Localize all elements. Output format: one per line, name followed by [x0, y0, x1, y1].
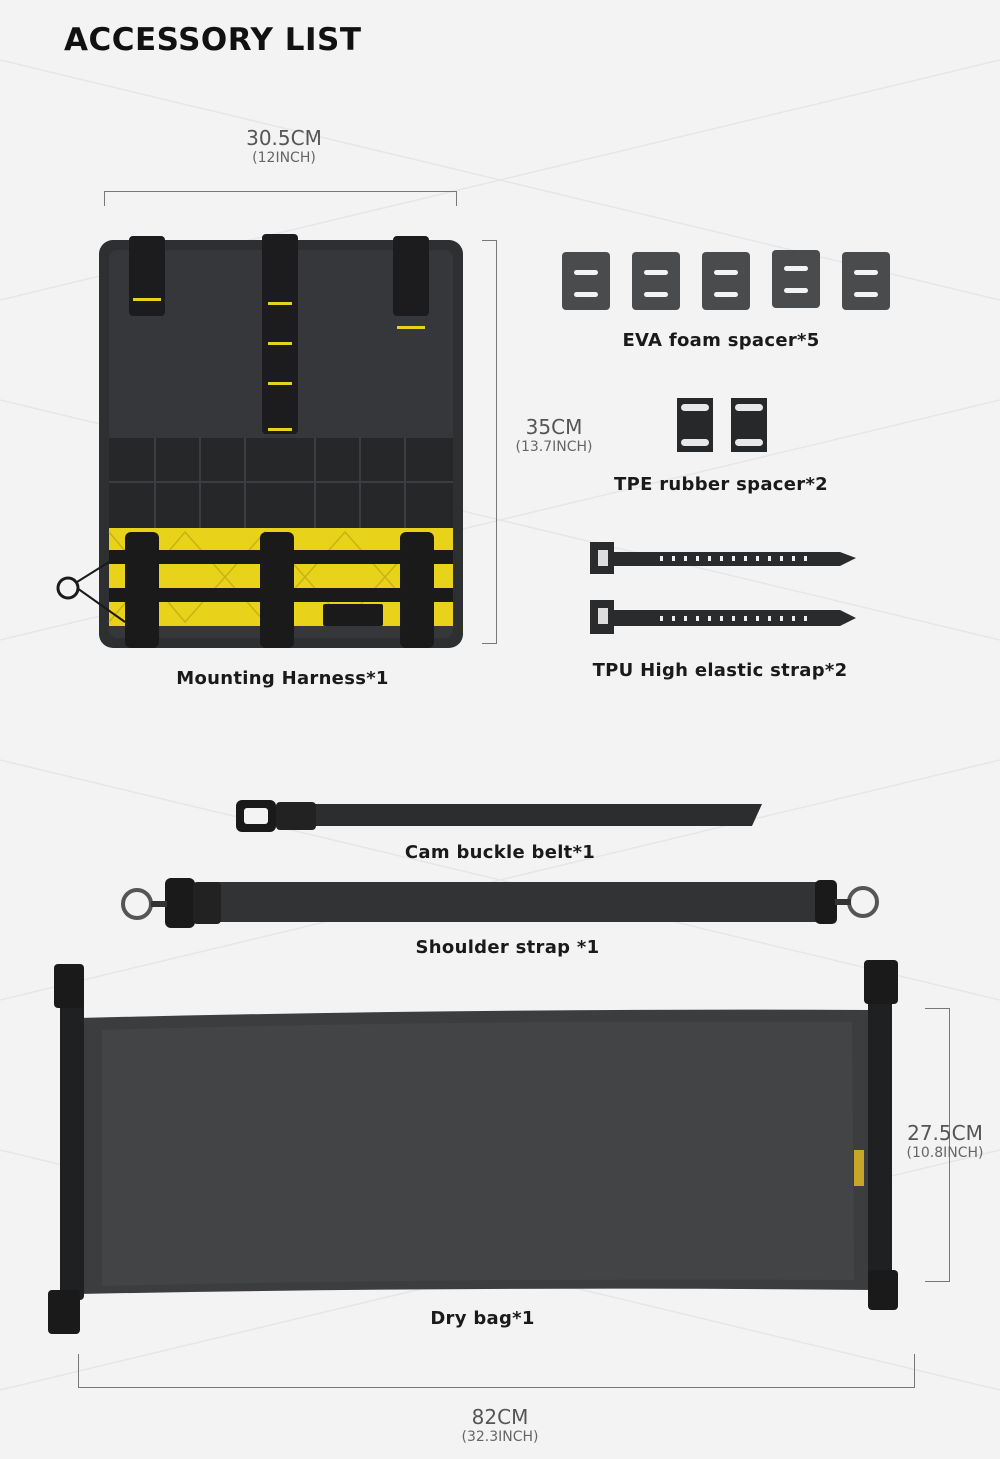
drybag-width-line — [78, 1354, 915, 1388]
drybag-width-inch: (32.3INCH) — [461, 1429, 539, 1445]
harness-width-dimension: 30.5CM (12INCH) — [204, 126, 364, 166]
cam-buckle-belt-image — [236, 800, 762, 832]
page-title: ACCESSORY LIST — [64, 22, 362, 58]
drybag-width-cm: 82CM — [471, 1405, 529, 1429]
mounting-harness-label: Mounting Harness*1 — [176, 668, 389, 689]
tpu-elastic-straps-image — [590, 542, 856, 634]
drybag-width-dimension: 82CM (32.3INCH) — [430, 1405, 570, 1445]
harness-height-inch: (13.7INCH) — [515, 439, 593, 455]
harness-height-cm: 35CM — [525, 415, 583, 439]
mounting-harness-image — [56, 234, 463, 648]
harness-width-inch: (12INCH) — [252, 150, 316, 166]
eva-foam-spacers-image — [562, 250, 890, 310]
cam-buckle-belt-label: Cam buckle belt*1 — [404, 842, 596, 863]
dry-bag-image — [48, 960, 898, 1334]
harness-height-line — [482, 240, 497, 644]
tpu-elastic-strap-label: TPU High elastic strap*2 — [592, 660, 848, 681]
harness-width-line — [104, 191, 457, 206]
tpe-rubber-spacers-image — [677, 398, 767, 452]
shoulder-strap-label: Shoulder strap *1 — [415, 937, 600, 958]
dry-bag-label: Dry bag*1 — [430, 1308, 535, 1329]
drybag-height-inch: (10.8INCH) — [906, 1145, 984, 1161]
drybag-height-dimension: 27.5CM (10.8INCH) — [885, 1121, 1000, 1161]
eva-foam-spacer-label: EVA foam spacer*5 — [622, 330, 820, 351]
harness-height-dimension: 35CM (13.7INCH) — [494, 415, 614, 455]
drybag-height-line — [925, 1008, 950, 1282]
harness-width-cm: 30.5CM — [246, 126, 322, 150]
drybag-height-cm: 27.5CM — [907, 1121, 983, 1145]
shoulder-strap-image — [121, 878, 879, 928]
tpe-rubber-spacer-label: TPE rubber spacer*2 — [614, 474, 828, 495]
